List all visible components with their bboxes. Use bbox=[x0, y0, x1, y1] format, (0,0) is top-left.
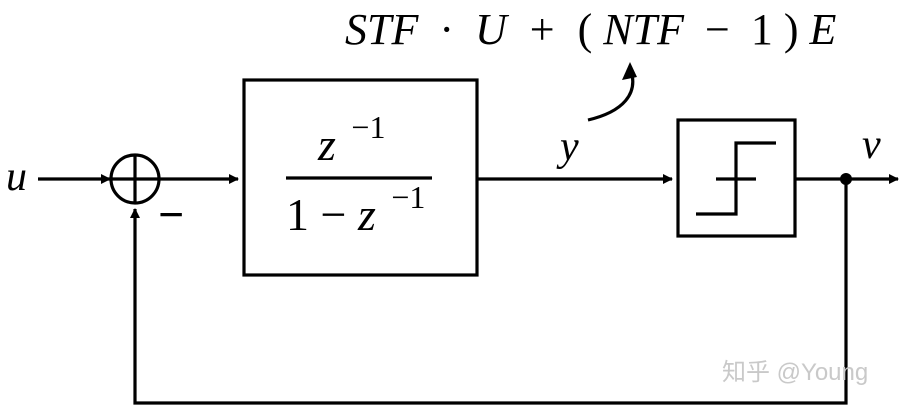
denominator-z: z bbox=[357, 189, 376, 240]
annotation-pointer-arrowhead bbox=[622, 62, 637, 80]
watermark-text: 知乎 @Young bbox=[722, 359, 868, 386]
denominator-minus: − bbox=[321, 189, 347, 240]
numerator-exponent: −1 bbox=[351, 109, 385, 145]
close-paren: ) bbox=[784, 5, 799, 54]
one-term: 1 bbox=[751, 5, 773, 54]
open-paren: ( bbox=[578, 5, 593, 54]
u-term: U bbox=[475, 5, 510, 54]
ntf-term: NTF bbox=[602, 5, 685, 54]
summing-junction bbox=[109, 153, 161, 205]
intermediate-label: y bbox=[556, 124, 579, 170]
dot-operator: · bbox=[439, 5, 454, 54]
numerator-z: z bbox=[317, 119, 336, 170]
output-label: v bbox=[862, 122, 881, 168]
stf-term: STF bbox=[345, 5, 419, 54]
feedback-minus-sign: − bbox=[158, 189, 184, 240]
input-label: u bbox=[6, 154, 27, 200]
denominator-exponent: −1 bbox=[391, 179, 425, 215]
denominator-one: 1 bbox=[286, 189, 309, 240]
e-term: E bbox=[808, 5, 836, 54]
integrator-numerator: z −1 bbox=[317, 109, 385, 170]
plus-operator: + bbox=[530, 5, 555, 54]
feedback-wire bbox=[130, 179, 848, 405]
minus-operator: − bbox=[705, 5, 730, 54]
integrator-denominator: 1 − z −1 bbox=[286, 179, 425, 240]
transfer-annotation: STF · U + ( NTF − 1 ) E bbox=[345, 5, 836, 54]
